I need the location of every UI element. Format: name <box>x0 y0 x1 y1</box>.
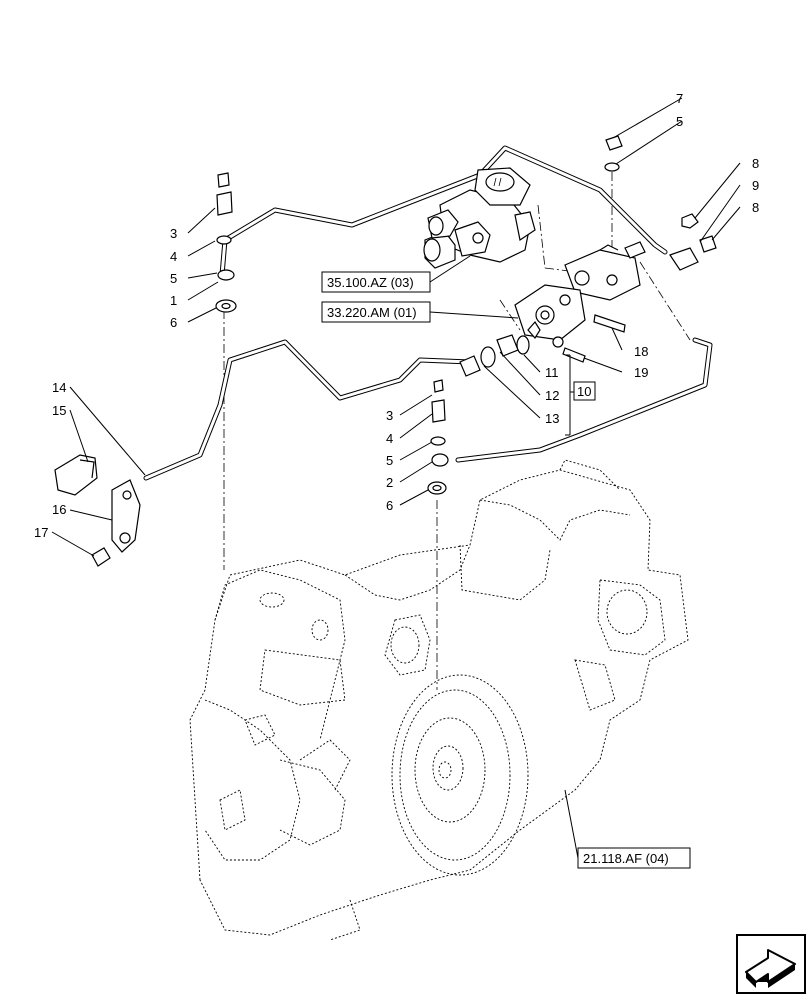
callout-12: 12 <box>545 388 559 403</box>
callout-2: 2 <box>386 475 393 490</box>
callout-9: 9 <box>752 178 759 193</box>
callout-8: 8 <box>752 200 759 215</box>
callout-14: 14 <box>52 380 66 395</box>
callout-19: 19 <box>634 365 648 380</box>
callout-10-box <box>573 381 596 401</box>
next-page-arrow-icon[interactable] <box>736 934 806 994</box>
callout-8: 8 <box>752 156 759 171</box>
hydraulic-pipes <box>143 145 713 481</box>
callout-16: 16 <box>52 502 66 517</box>
callout-6: 6 <box>170 315 177 330</box>
callout-5: 5 <box>386 453 393 468</box>
reference-box-3 <box>577 847 691 869</box>
callout-15: 15 <box>52 403 66 418</box>
callout-10: 10 <box>577 384 591 399</box>
callout-4: 4 <box>170 249 177 264</box>
callout-11: 11 <box>545 365 559 380</box>
reference-boxes: 35.100.AZ (03) 33.220.AM (01) 21.118.AF … <box>321 271 691 869</box>
fittings-and-fasteners <box>54 135 717 567</box>
callout-numbers: 3 4 5 1 6 7 5 8 9 8 18 19 11 12 13 3 4 5… <box>34 91 759 540</box>
callout-3: 3 <box>386 408 393 423</box>
callout-17: 17 <box>34 525 48 540</box>
callout-4: 4 <box>386 431 393 446</box>
reference-box-1 <box>321 271 431 293</box>
callout-1: 1 <box>170 293 177 308</box>
callout-3: 3 <box>170 226 177 241</box>
callout-18: 18 <box>634 344 648 359</box>
reference-label-2: 33.220.AM (01) <box>327 305 417 320</box>
valve-assembly <box>423 167 641 348</box>
callout-5: 5 <box>170 271 177 286</box>
reference-box-2 <box>321 301 431 323</box>
leader-lines <box>51 97 741 859</box>
callout-6: 6 <box>386 498 393 513</box>
callout-7: 7 <box>676 91 683 106</box>
reference-label-1: 35.100.AZ (03) <box>327 275 414 290</box>
reference-label-3: 21.118.AF (04) <box>583 851 669 866</box>
transmission-housing <box>189 459 689 941</box>
callout-13: 13 <box>545 411 559 426</box>
callout-5: 5 <box>676 114 683 129</box>
